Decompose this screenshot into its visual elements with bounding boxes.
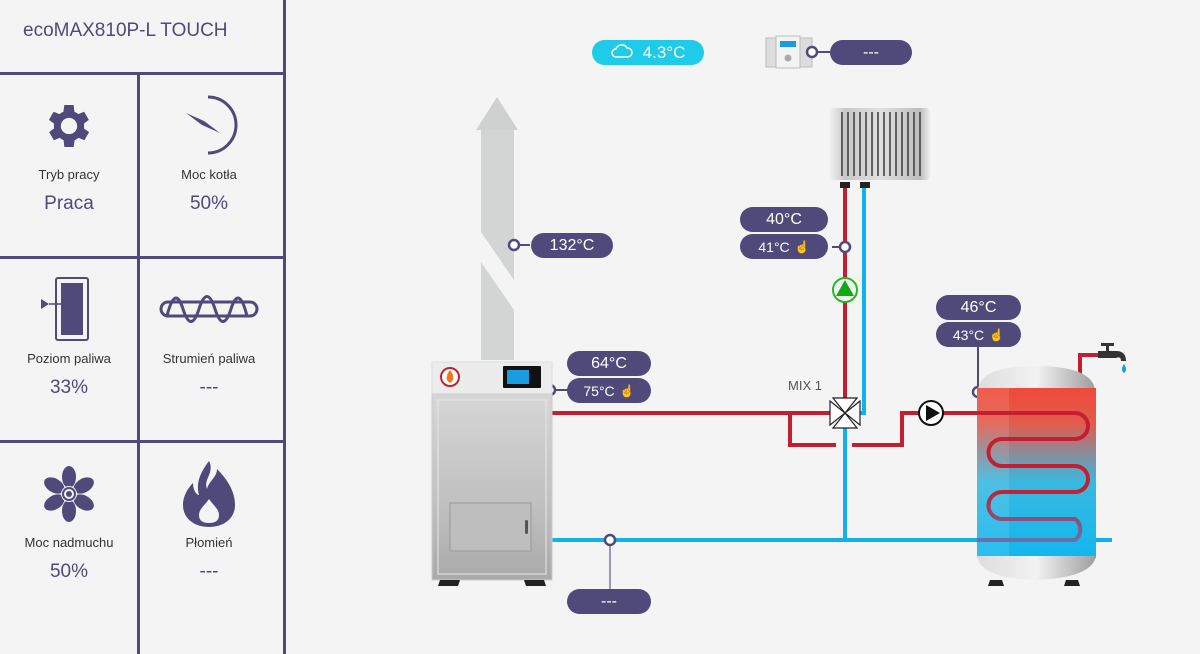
chimney	[476, 97, 518, 360]
gear-icon	[0, 93, 138, 159]
feeder-screw-icon	[140, 277, 278, 343]
tile-label: Strumień paliwa	[162, 351, 256, 366]
tile-fan-power[interactable]: Moc nadmuchu 50%	[0, 443, 138, 626]
tile-value: Praca	[44, 193, 94, 214]
mixer-setpoint: 41°C	[758, 238, 790, 255]
app-title: ecoMAX810P-L TOUCH	[23, 20, 228, 41]
hand-pointer-icon: ☝	[989, 327, 1005, 342]
mixing-valve-icon[interactable]	[829, 397, 861, 429]
hand-pointer-icon: ☝	[794, 239, 810, 254]
divider	[137, 72, 140, 654]
boiler-setpoint-button[interactable]: 75°C ☝	[567, 378, 651, 403]
divider	[0, 440, 283, 443]
boiler-setpoint: 75°C	[583, 382, 615, 399]
sensor-connectors	[518, 51, 979, 590]
dhw-setpoint: 43°C	[952, 326, 985, 343]
dhw-temp: 46°C	[936, 295, 1021, 320]
tile-value: 50%	[49, 561, 89, 582]
tile-label: Moc nadmuchu	[24, 535, 114, 550]
tile-fuel-stream[interactable]: Strumień paliwa ---	[140, 259, 278, 442]
radiator	[830, 108, 930, 188]
outdoor-temp-value: 4.3°C	[642, 42, 686, 62]
return-temp: ---	[567, 589, 651, 614]
tile-boiler-power[interactable]: Moc kotła 50%	[140, 75, 278, 258]
tile-label: Moc kotła	[181, 167, 237, 182]
tile-label: Płomień	[185, 535, 233, 550]
boiler	[431, 361, 553, 586]
tile-operation-mode[interactable]: Tryb pracy Praca	[0, 75, 138, 258]
app-title-bar: ecoMAX810P-L TOUCH	[0, 0, 283, 75]
room-thermostat-icon[interactable]	[765, 35, 813, 69]
tile-value: 33%	[49, 377, 89, 398]
tile-fuel-level[interactable]: Poziom paliwa 33%	[0, 259, 138, 442]
hand-pointer-icon: ☝	[619, 383, 635, 398]
tile-value: 50%	[189, 193, 229, 214]
heating-pump-icon[interactable]	[832, 277, 858, 303]
mixer-temp: 40°C	[740, 207, 828, 232]
tile-label: Poziom paliwa	[27, 351, 111, 366]
divider	[0, 256, 283, 259]
flame-icon	[140, 461, 278, 527]
fan-icon	[0, 461, 138, 527]
mixer-setpoint-button[interactable]: 41°C ☝	[740, 234, 828, 259]
tile-value: ---	[199, 561, 219, 582]
outdoor-temp-badge[interactable]: 4.3°C	[592, 40, 704, 65]
fuel-level-icon	[0, 277, 138, 343]
boiler-temp: 64°C	[567, 351, 651, 376]
tile-label: Tryb pracy	[38, 167, 100, 182]
tile-flame[interactable]: Płomień ---	[140, 443, 278, 626]
dhw-pump-icon[interactable]	[918, 400, 944, 426]
flue-gas-temp: 132°C	[531, 233, 613, 258]
mixer-label: MIX 1	[788, 378, 822, 393]
hot-water-tank	[977, 366, 1096, 586]
room-thermostat-value[interactable]: ---	[830, 40, 912, 65]
sidebar: ecoMAX810P-L TOUCH Tryb pracy Praca Moc …	[0, 0, 286, 654]
cloud-icon	[610, 43, 633, 63]
water-tap-icon	[1098, 343, 1126, 373]
dhw-setpoint-button[interactable]: 43°C ☝	[936, 322, 1021, 347]
gauge-icon	[140, 93, 278, 159]
tile-value: ---	[199, 377, 219, 398]
